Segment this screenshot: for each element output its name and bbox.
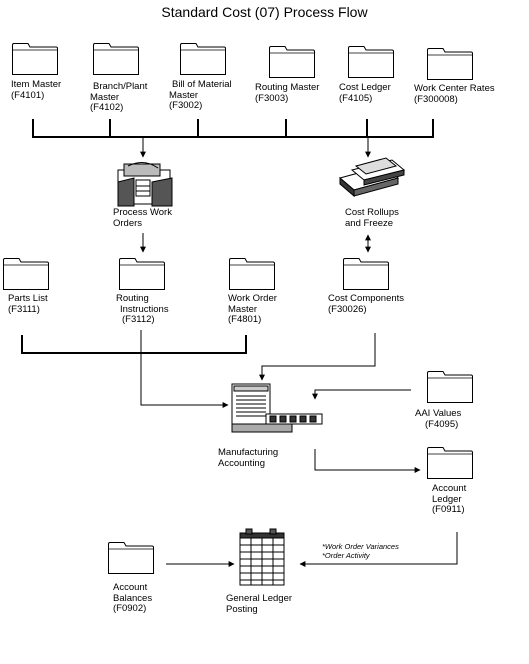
table-name: Work Order xyxy=(228,293,277,304)
posting-notes: *Work Order Variances *Order Activity xyxy=(322,542,399,560)
middle-bus-lines xyxy=(21,335,247,354)
process-name-line2: Posting xyxy=(226,603,258,615)
table-work-order-master: Work Order Master (F4801) xyxy=(228,293,277,326)
table-name-line2: Ledger xyxy=(432,493,462,505)
table-name: Work Center Rates xyxy=(414,83,495,94)
table-work-center-rates: Work Center Rates (F300008) xyxy=(414,83,495,105)
table-item-master: Item Master (F4101) xyxy=(11,79,62,101)
process-work-orders-label: Process Work Orders xyxy=(113,207,172,229)
folder-icon-item-master xyxy=(12,43,58,75)
folder-icon-work-order-master xyxy=(229,258,275,290)
folder-icon-account-ledger xyxy=(427,447,473,479)
table-name: Bill of Material xyxy=(172,79,232,90)
table-code: (F4101) xyxy=(11,89,45,101)
process-work-orders-icon xyxy=(117,162,173,207)
table-name: Cost Ledger xyxy=(339,82,391,93)
diagram-title: Standard Cost (07) Process Flow xyxy=(161,4,368,20)
folder-icon-routing-master xyxy=(269,46,315,78)
folder-icon-aai-values xyxy=(427,371,473,403)
note-line: *Order Activity xyxy=(322,550,370,560)
manufacturing-accounting-label: Manufacturing Accounting xyxy=(218,447,279,469)
table-name: Routing Master xyxy=(255,82,320,93)
table-name: AAI Values xyxy=(415,408,462,419)
table-name-line2: Master xyxy=(90,91,120,103)
process-name-line2: Orders xyxy=(113,217,143,229)
table-code: (F0902) xyxy=(113,603,147,614)
folder-icon-routing-instructions xyxy=(119,258,165,290)
process-name-line2: Accounting xyxy=(218,457,266,469)
table-name: Account xyxy=(113,582,148,593)
table-code: (F4102) xyxy=(90,102,124,113)
table-bill-of-material-master: Bill of Material Master (F3002) xyxy=(169,79,232,112)
table-routing-master: Routing Master (F3003) xyxy=(255,82,320,104)
table-name: Branch/Plant xyxy=(93,81,148,92)
table-name-line2: Master xyxy=(169,89,199,101)
folder-icon-cost-components xyxy=(343,258,389,290)
process-name: Process Work xyxy=(113,207,172,218)
table-code: (F4801) xyxy=(228,314,262,325)
table-cost-ledger: Cost Ledger (F4105) xyxy=(339,82,391,104)
table-name: Cost Components xyxy=(328,293,405,304)
table-code: (F30026) xyxy=(328,303,367,315)
table-code: (F0911) xyxy=(432,504,465,515)
table-routing-instructions: Routing Instructions (F3112) xyxy=(116,293,169,326)
table-name: Routing xyxy=(116,293,149,304)
folder-icon-account-balances xyxy=(108,542,154,574)
folder-icon-bill-of-material-master xyxy=(180,43,226,75)
general-ledger-posting-label: General Ledger Posting xyxy=(226,593,293,615)
table-code: (F300008) xyxy=(414,93,458,105)
folder-icon-work-center-rates xyxy=(427,48,473,80)
table-branch-plant-master: Branch/Plant Master (F4102) xyxy=(90,81,148,114)
table-account-balances: Account Balances (F0902) xyxy=(113,582,153,615)
general-ledger-posting-icon xyxy=(239,528,285,586)
table-name-line2: Instructions xyxy=(120,303,169,315)
table-code: (F4105) xyxy=(339,92,373,104)
table-name: Item Master xyxy=(11,79,62,90)
table-name-line2: Balances xyxy=(113,592,153,604)
process-name: General Ledger xyxy=(226,593,293,604)
cost-rollups-label: Cost Rollups and Freeze xyxy=(345,207,399,229)
table-code: (F3112) xyxy=(122,314,155,325)
folder-icon-cost-ledger xyxy=(348,46,394,78)
top-bus-lines xyxy=(32,119,434,138)
table-code: (F3111) xyxy=(8,303,40,315)
table-name: Account xyxy=(432,483,467,494)
process-name: Cost Rollups xyxy=(345,207,399,218)
process-name: Manufacturing xyxy=(218,447,279,458)
table-code: (F4095) xyxy=(425,418,459,430)
cost-rollups-icon xyxy=(338,157,406,198)
table-name-line2: Master xyxy=(228,303,258,315)
table-aai-values: AAI Values (F4095) xyxy=(415,408,462,430)
table-parts-list: Parts List (F3111) xyxy=(8,293,48,315)
process-name-line2: and Freeze xyxy=(345,217,394,229)
note-line: *Work Order Variances xyxy=(322,542,399,551)
table-cost-components: Cost Components (F30026) xyxy=(328,293,405,315)
table-account-ledger: Account Ledger (F0911) xyxy=(432,483,467,516)
table-code: (F3003) xyxy=(255,92,289,104)
manufacturing-accounting-icon xyxy=(231,383,323,433)
table-code: (F3002) xyxy=(169,100,203,111)
folder-icon-branch-plant-master xyxy=(93,43,139,75)
folder-icon-parts-list xyxy=(3,258,49,290)
table-name: Parts List xyxy=(8,293,48,304)
